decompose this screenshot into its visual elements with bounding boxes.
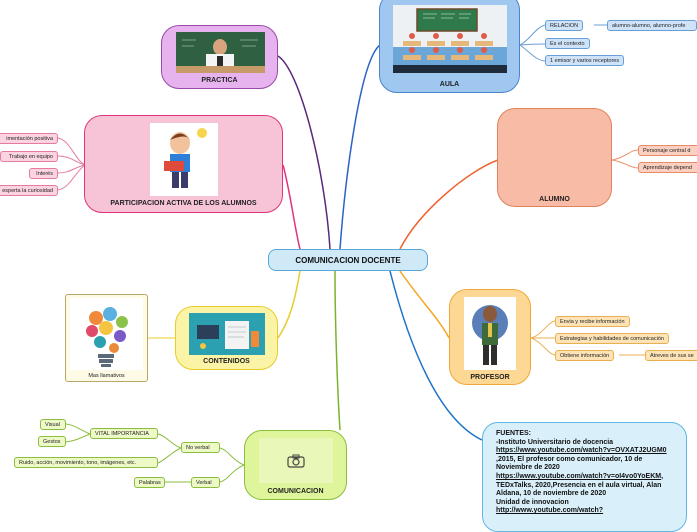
alumno-label: ALUMNO [539,196,570,203]
source-link-2[interactable]: https://www.youtube.com/watch?v=oI4vo0Yo… [496,472,662,480]
classroom-image [393,5,507,73]
aula-item-contexto[interactable]: Es el contexto [545,38,590,49]
image-placeholder [259,438,333,483]
visual-item[interactable]: Visual [40,419,66,430]
content-tools-image [189,313,265,355]
palabras-item[interactable]: Palabras [134,477,165,488]
node-alumno[interactable]: ALUMNO [497,108,612,207]
source-link-1[interactable]: https://www.youtube.com/watch?v=OVXATJ2U… [496,447,667,455]
participacion-item-interes[interactable]: Interés [29,168,58,179]
sources-box[interactable]: FUENTES: -Instituto Universitario de doc… [482,422,687,532]
aula-item-relacion[interactable]: RELACION [545,20,584,31]
aula-label: AULA [439,81,460,88]
profesor-item-sentidos[interactable]: Atreves de sus se [645,350,697,361]
contenidos-label: CONTENIDOS [203,358,250,365]
profesor-item-envia[interactable]: Envia y recibe información [555,316,630,327]
node-participacion[interactable]: PARTICIPACION ACTIVA DE LOS ALUMNOS [84,115,283,213]
node-contenidos[interactable]: CONTENIDOS [175,306,278,370]
participacion-item-retroalimentacion[interactable]: imentación positiva [0,133,58,144]
teacher-image [464,297,516,370]
profesor-item-estrategias[interactable]: Estrategias y habilidades de comunicació… [555,333,669,344]
sources-heading: FUENTES: [496,430,531,437]
source-link-3[interactable]: http://www.youtube.com/watch? [496,507,604,515]
profesor-item-obtiene[interactable]: Obtiene información [555,350,615,361]
practica-label: PRACTICA [201,77,238,84]
student-reading-image [150,123,218,196]
stressed-teacher-image [176,32,265,73]
vital-importancia-item[interactable]: VITAL IMPORTANCIA [90,428,158,439]
aula-item-emisor[interactable]: 1 emisor y varios receptores [545,55,625,66]
comunicacion-label: COMUNICACION [267,488,324,495]
node-aula[interactable]: AULA [379,0,520,93]
participacion-label: PARTICIPACION ACTIVA DE LOS ALUMNOS [110,200,257,207]
gestos-item[interactable]: Gestos [38,436,66,447]
source-line-2: ,2015, El profesor como comunicador, 10 … [496,455,643,472]
node-profesor[interactable]: PROFESOR [449,289,531,385]
lightbulb-caption: Mas llamativos [88,373,125,379]
verbal-item[interactable]: Verbal [191,477,220,488]
lightbulb-gears-card[interactable]: Mas llamativos [65,294,148,382]
central-topic[interactable]: COMUNICACION DOCENTE [268,249,428,271]
aula-item-alumno-alumno[interactable]: alumno-alumno, alumno-profe [607,20,697,31]
alumno-item-personaje[interactable]: Personaje central d [638,145,697,156]
lightbulb-gears-image [70,298,143,370]
participacion-item-curiosidad[interactable]: esperta la curiosidad [0,185,58,196]
sources-text: -Instituto Universitario de docencia htt… [496,439,676,516]
ruido-item[interactable]: Ruido, acción, movimiento, tono, imágene… [14,457,158,468]
source-line-4: Unidad de innovacion [496,498,569,506]
node-practica[interactable]: PRACTICA [161,25,278,89]
source-line-3: , TEDxTalks, 2020,Presencia en el aula v… [496,472,664,498]
no-verbal-item[interactable]: No verbal [181,442,220,453]
profesor-label: PROFESOR [470,374,510,381]
mindmap-connectors [57,24,645,483]
alumno-item-aprendizaje[interactable]: Aprendizaje depend [638,162,697,173]
node-comunicacion[interactable]: COMUNICACION [244,430,347,500]
camera-icon [287,454,305,468]
source-line-1: -Instituto Universitario de docencia [496,438,614,446]
participacion-item-trabajo-equipo[interactable]: Trabajo en equipo [0,151,58,162]
